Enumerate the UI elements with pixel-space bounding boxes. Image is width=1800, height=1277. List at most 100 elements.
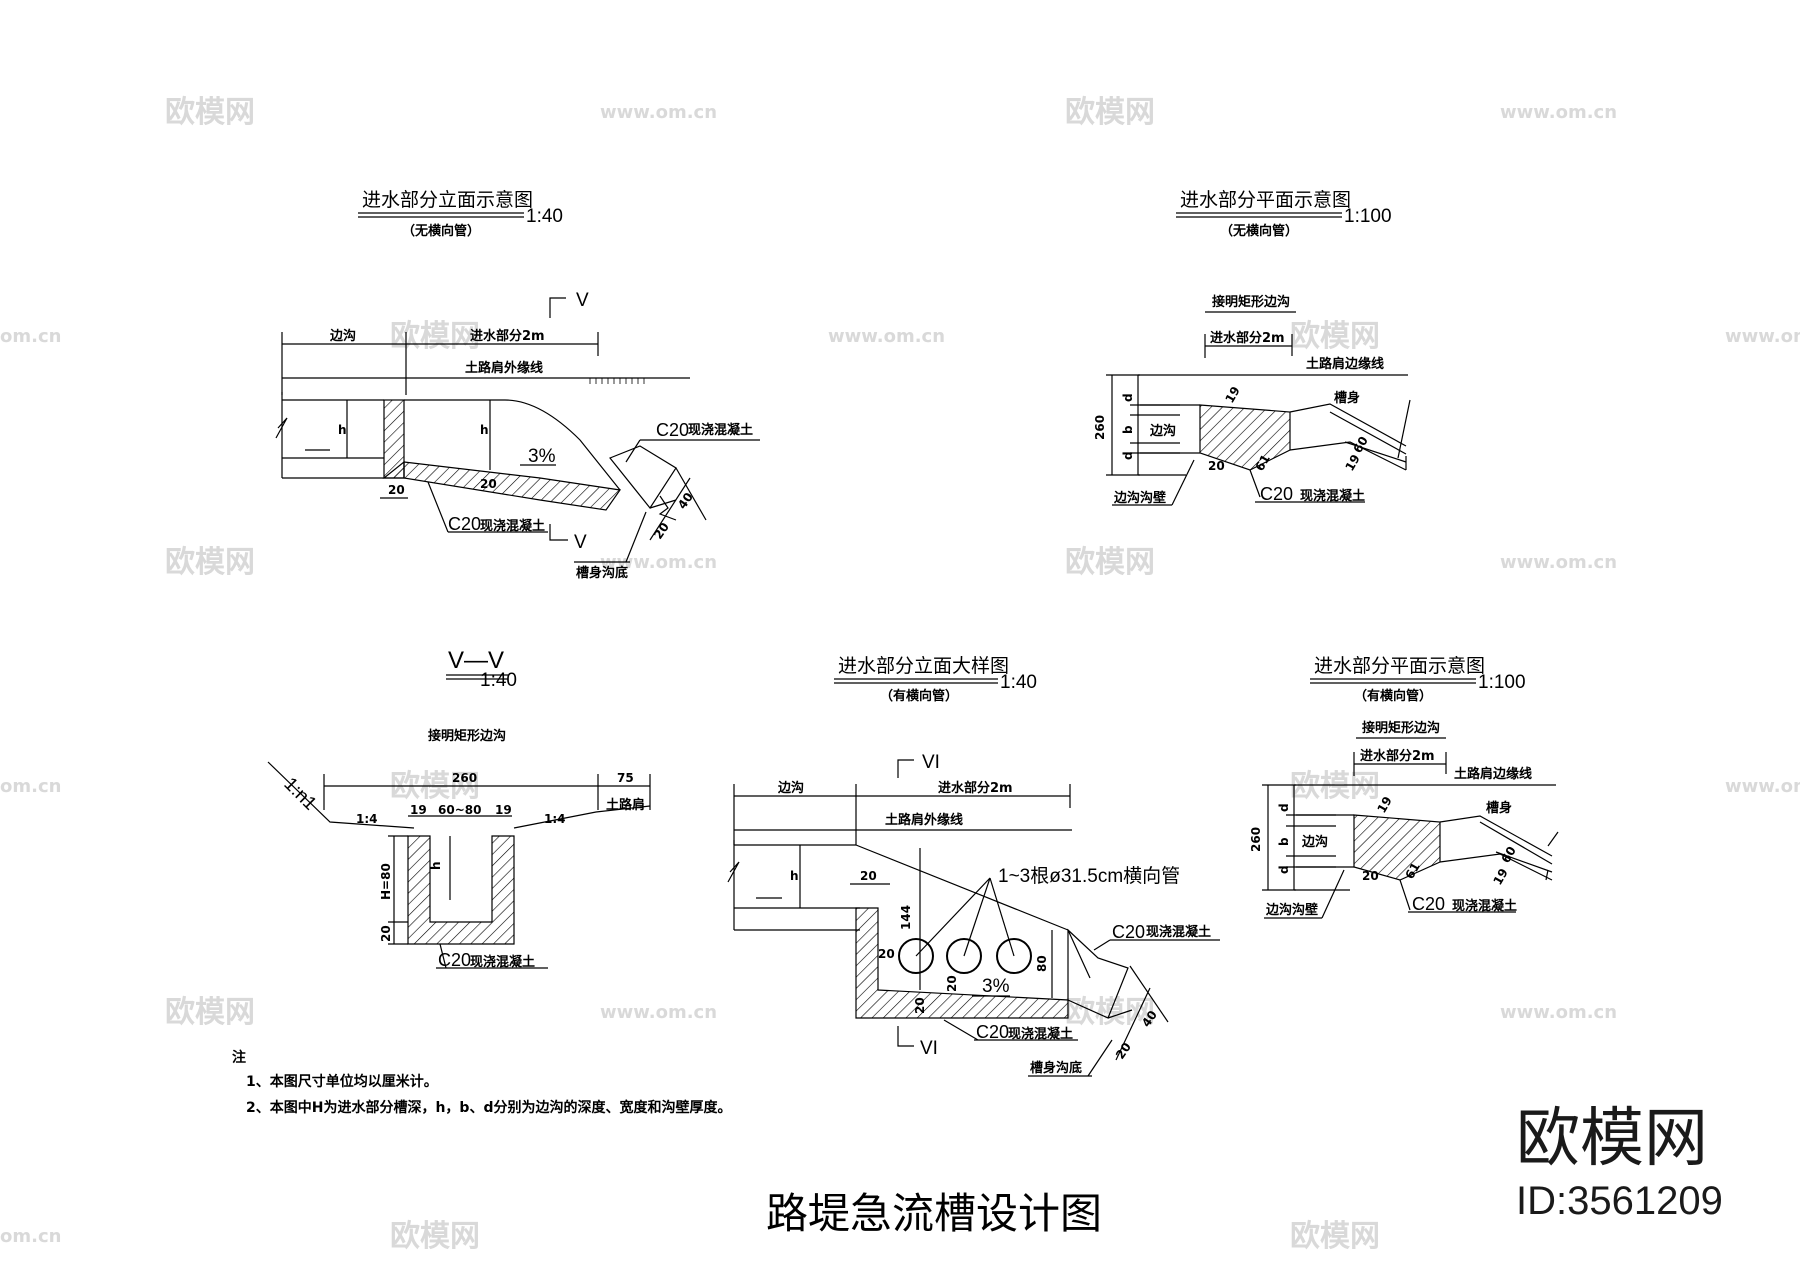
section-mark: VI: [920, 1038, 938, 1059]
drawing-scale: 1:100: [1478, 672, 1526, 693]
label-slope: 3%: [982, 976, 1010, 997]
section-mark: VI: [922, 752, 940, 773]
watermark-site: www.om.cn: [1500, 552, 1617, 573]
watermark-brand: 欧模网: [165, 545, 255, 580]
label-shoulder-line: 土路肩外缘线: [465, 360, 543, 376]
label-channel-body: 槽身: [1486, 800, 1512, 816]
drawing-subtitle: （有横向管）: [880, 688, 958, 704]
label-shoulder-line: 土路肩外缘线: [885, 812, 963, 828]
label-pipe: 1~3根ø31.5cm横向管: [998, 865, 1180, 887]
drawing-elevation-with-pipe: 进水部分立面大样图 1:40 （有横向管） VI 边沟 进水部分2m 土路肩外缘…: [727, 655, 1220, 1077]
drawing-subtitle: （有横向管）: [1354, 688, 1432, 704]
watermark-site: www.om.cn: [1725, 326, 1800, 347]
label-20: 20: [1362, 869, 1379, 883]
drawing-plan-with-pipe: 进水部分平面示意图 1:100 （有横向管） 接明矩形边沟 进水部分2m 土路肩…: [1249, 655, 1559, 919]
label-d: d: [1277, 865, 1291, 874]
material-label: C20: [448, 514, 481, 534]
label-ditch: 边沟: [329, 328, 356, 344]
main-title: 路堤急流槽设计图: [766, 1189, 1102, 1238]
label-20: 20: [651, 520, 672, 542]
watermark-brand: 欧模网: [390, 1219, 480, 1254]
label-h: h: [429, 861, 443, 870]
label-slope-1-4: 1:4: [356, 812, 378, 826]
material-label: 现浇混凝土: [1146, 924, 1211, 940]
watermark-brand: 欧模网: [1290, 319, 1380, 354]
watermark-brand: 欧模网: [165, 95, 255, 130]
label-40: 40: [675, 490, 696, 512]
label-75: 75: [617, 771, 634, 785]
material-label: C20: [438, 950, 471, 970]
label-60: 60: [1350, 434, 1370, 455]
label-inlet-length: 进水部分2m: [938, 780, 1013, 796]
material-label: C20: [1412, 894, 1445, 914]
watermark-site: om.cn: [0, 326, 61, 347]
pipe-circle: [898, 938, 934, 974]
drawing-subtitle: （无横向管）: [402, 223, 480, 239]
label-slope: 3%: [528, 446, 556, 467]
label-19: 19: [1490, 866, 1510, 887]
label-ditch: 边沟: [1149, 423, 1176, 439]
pipe-circle: [996, 938, 1032, 974]
label-20: 20: [480, 477, 497, 491]
material-label: C20: [1112, 922, 1145, 942]
section-mark: V: [576, 290, 589, 311]
watermark-site: www.om.cn: [600, 102, 717, 123]
watermark-brand: 欧模网: [1290, 769, 1380, 804]
label-inlet-length: 进水部分2m: [1360, 748, 1435, 764]
drawing-plan-no-pipe: 进水部分平面示意图 1:100 （无横向管） 接明矩形边沟 进水部分2m 土路肩…: [1093, 189, 1411, 506]
brand-id-text: ID:3561209: [1516, 1179, 1723, 1223]
label-channel-body: 槽身: [1334, 390, 1360, 406]
label-ditch: 边沟: [1301, 834, 1328, 850]
label-20: 20: [860, 869, 877, 883]
label-80: 80: [1035, 955, 1049, 972]
label-d: d: [1121, 451, 1135, 460]
label-260: 260: [1093, 415, 1107, 440]
label-144: 144: [899, 905, 913, 930]
drawing-elevation-no-pipe: 进水部分立面示意图 1:40 （无横向管） V 边沟 进水部分2m 土路肩外缘线: [275, 189, 760, 581]
drawing-scale: 1:40: [1000, 672, 1037, 693]
label-260: 260: [452, 771, 477, 785]
material-label: C20: [656, 420, 689, 440]
watermark-site: www.om.cn: [1500, 102, 1617, 123]
label-ditch-wall: 边沟沟壁: [1113, 490, 1166, 506]
label-H: H=80: [379, 863, 393, 900]
material-label: 现浇混凝土: [1300, 488, 1365, 504]
label-ditch: 边沟: [777, 780, 804, 796]
material-label: 现浇混凝土: [480, 518, 545, 534]
watermark-layer: 欧模网 欧模网 www.om.cn www.om.cn om.cn 欧模网 ww…: [0, 95, 1800, 1254]
material-label: 现浇混凝土: [470, 954, 535, 970]
label-19: 19: [1222, 384, 1242, 405]
label-19: 19: [1342, 452, 1362, 473]
drawing-scale: 1:40: [480, 670, 517, 691]
label-slope-1-4: 1:4: [544, 812, 566, 826]
drawing-section-v: V—V 1:40 接明矩形边沟 1:n1 260 75 土路肩 1:4 1:4 …: [267, 647, 651, 970]
note-line: 2、本图中H为进水部分槽深，h，b、d分别为边沟的深度、宽度和沟壁厚度。: [246, 1099, 731, 1116]
drawing-scale: 1:100: [1344, 206, 1392, 227]
label-d: d: [1277, 803, 1291, 812]
label-60-80: 60~80: [438, 803, 481, 817]
label-inlet-length: 进水部分2m: [1210, 330, 1285, 346]
watermark-brand: 欧模网: [390, 319, 480, 354]
drawing-scale: 1:40: [526, 206, 563, 227]
label-connect-ditch: 接明矩形边沟: [1212, 294, 1290, 310]
material-label: C20: [1260, 484, 1293, 504]
material-label: 现浇混凝土: [688, 422, 753, 438]
drawing-title: 进水部分立面示意图: [362, 189, 533, 211]
drawing-title: 进水部分平面示意图: [1314, 655, 1485, 677]
label-19: 19: [495, 803, 512, 817]
material-label: 现浇混凝土: [1452, 898, 1517, 914]
watermark-site: www.om.cn: [828, 326, 945, 347]
label-d: d: [1121, 393, 1135, 402]
label-connect-ditch: 接明矩形边沟: [428, 728, 506, 744]
label-channel-bottom: 槽身沟底: [576, 565, 628, 581]
label-h: h: [338, 423, 347, 437]
label-shoulder-line: 土路肩边缘线: [1454, 766, 1532, 782]
label-connect-ditch: 接明矩形边沟: [1362, 720, 1440, 736]
drawing-title: 进水部分平面示意图: [1180, 189, 1351, 211]
notes-heading: 注: [232, 1049, 246, 1066]
label-h: h: [480, 423, 489, 437]
watermark-site: www.om.cn: [1500, 1002, 1617, 1023]
label-19: 19: [410, 803, 427, 817]
material-label: 现浇混凝土: [1008, 1026, 1073, 1042]
